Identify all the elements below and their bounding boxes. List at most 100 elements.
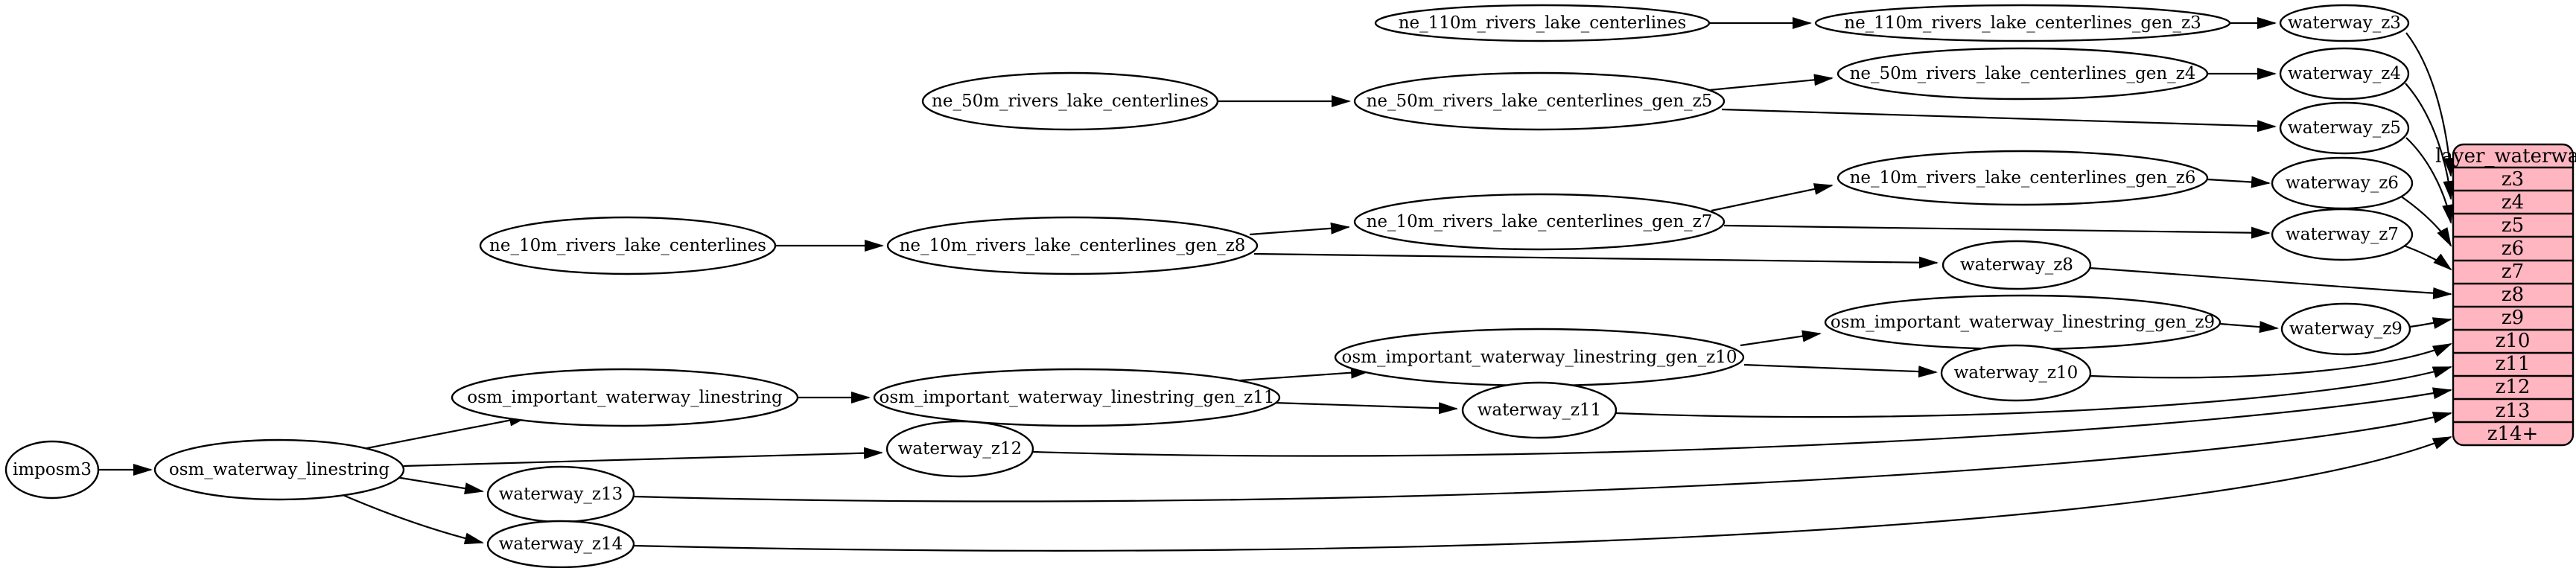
edge-gen_z8-waterway_z8	[1253, 252, 1939, 269]
node-ne_10m_rivers_lake_centerlines_gen_z6-shape	[1836, 150, 2209, 206]
edge-osm_waterway_linestring-waterway_z13	[395, 476, 484, 495]
node-waterway_z7-shape	[2271, 208, 2414, 261]
node-layer_waterway-record: layer_waterway z3 z4 z5 z6 z7 z8 z9 z10 …	[2435, 143, 2576, 447]
node-ne_10m_rivers_lake_centerlines_gen_z8: ne_10m_rivers_lake_centerlines_gen_z8	[886, 216, 1259, 275]
node-waterway_z8-label: waterway_z8	[1960, 255, 2073, 275]
node-waterway_z4-label: waterway_z4	[2288, 64, 2401, 83]
node-osm_important_waterway_linestring_gen_z10: osm_important_waterway_linestring_gen_z1…	[1334, 328, 1745, 387]
node-layer: imposm3 osm_waterway_linestring osm_impo…	[4, 4, 2414, 568]
node-osm_important_waterway_linestring_gen_z9-label: osm_important_waterway_linestring_gen_z9	[1831, 313, 2215, 332]
record-row-z8: z8	[2502, 284, 2524, 306]
edge-gen_z6-waterway_z6	[2207, 176, 2271, 188]
record-row-z4: z4	[2502, 191, 2524, 214]
node-osm_important_waterway_linestring-shape	[451, 368, 799, 427]
edge-gen_z7-gen_z6	[1711, 183, 1834, 212]
record-row-z3: z3	[2502, 168, 2524, 191]
node-waterway_z6-label: waterway_z6	[2286, 173, 2399, 193]
node-waterway_z3: waterway_z3	[2279, 4, 2410, 42]
node-imposm3-label: imposm3	[13, 460, 92, 479]
node-ne_50m_rivers_lake_centerlines_gen_z5-shape	[1353, 71, 1726, 131]
record-row-z10: z10	[2496, 330, 2531, 352]
node-osm_important_waterway_linestring_gen_z10-label: osm_important_waterway_linestring_gen_z1…	[1342, 348, 1737, 367]
edge-waterway_z14-record_z14	[633, 435, 2452, 552]
node-waterway_z3-label: waterway_z3	[2288, 13, 2401, 33]
node-waterway_z11-shape	[1461, 381, 1618, 439]
node-waterway_z4: waterway_z4	[2279, 47, 2410, 100]
node-waterway_z8-shape	[1941, 240, 2092, 290]
node-ne_110m_rivers_lake_centerlines_gen_z3: ne_110m_rivers_lake_centerlines_gen_z3	[1814, 4, 2231, 42]
node-ne_10m_rivers_lake_centerlines-label: ne_10m_rivers_lake_centerlines	[489, 236, 766, 255]
node-ne_50m_rivers_lake_centerlines_gen_z4-label: ne_50m_rivers_lake_centerlines_gen_z4	[1850, 64, 2196, 83]
node-osm_important_waterway_linestring_gen_z11-label: osm_important_waterway_linestring_gen_z1…	[880, 388, 1275, 407]
record-row-z9: z9	[2502, 307, 2524, 329]
node-waterway_z13-label: waterway_z13	[499, 485, 623, 504]
edge-waterway_z4-record_z4	[2405, 83, 2455, 200]
record-row-z5: z5	[2502, 214, 2524, 237]
node-waterway_z5: waterway_z5	[2279, 101, 2410, 155]
node-ne_50m_rivers_lake_centerlines-label: ne_50m_rivers_lake_centerlines	[932, 92, 1209, 111]
edge-waterway_z11-record_z11	[1615, 366, 2452, 418]
record-row-z6: z6	[2502, 237, 2524, 260]
edge-osm_waterway_linestring-osm_important_waterway_linestring	[343, 414, 529, 454]
node-waterway_z9: waterway_z9	[2280, 302, 2411, 356]
node-waterway_z9-shape	[2280, 302, 2411, 356]
node-waterway_z11-label: waterway_z11	[1478, 401, 1602, 420]
node-waterway_z12: waterway_z12	[885, 420, 1034, 478]
node-ne_50m_rivers_lake_centerlines: ne_50m_rivers_lake_centerlines	[921, 71, 1219, 131]
edge-waterway_z6-record_z6	[2397, 194, 2452, 247]
node-waterway_z14-label: waterway_z14	[499, 535, 623, 554]
node-waterway_z5-label: waterway_z5	[2288, 118, 2401, 138]
node-waterway_z9-label: waterway_z9	[2289, 319, 2402, 339]
node-waterway_z12-label: waterway_z12	[898, 439, 1023, 459]
node-ne_50m_rivers_lake_centerlines-shape	[921, 71, 1219, 131]
edge-gen_z8-gen_z7	[1249, 222, 1350, 236]
edge-waterway_z8-record_z8	[2089, 267, 2452, 299]
record-row-z13: z13	[2496, 400, 2531, 422]
edge-waterway_z3-record_z3	[2405, 32, 2456, 177]
node-ne_110m_rivers_lake_centerlines-label: ne_110m_rivers_lake_centerlines	[1399, 13, 1687, 33]
edge-waterway_z9-record_z9	[2409, 317, 2452, 329]
node-osm_important_waterway_linestring_gen_z9: osm_important_waterway_linestring_gen_z9	[1824, 294, 2222, 351]
edge-waterway_z10-record_z10	[2090, 342, 2452, 379]
node-osm_waterway_linestring-label: osm_waterway_linestring	[169, 460, 389, 479]
record-row-z11: z11	[2496, 353, 2531, 375]
node-waterway_z12-shape	[885, 420, 1034, 478]
node-osm_waterway_linestring-shape	[153, 438, 405, 501]
node-ne_110m_rivers_lake_centerlines_gen_z3-label: ne_110m_rivers_lake_centerlines_gen_z3	[1844, 13, 2201, 33]
node-osm_important_waterway_linestring: osm_important_waterway_linestring	[451, 368, 799, 427]
node-waterway_z10: waterway_z10	[1940, 344, 2092, 402]
edge-gen_z11-gen_z10	[1218, 366, 1370, 383]
node-ne_10m_rivers_lake_centerlines_gen_z7-shape	[1353, 193, 1726, 251]
edge-gen_z9-waterway_z9	[2219, 321, 2279, 334]
node-ne_10m_rivers_lake_centerlines_gen_z6-label: ne_10m_rivers_lake_centerlines_gen_z6	[1850, 168, 2196, 188]
node-ne_50m_rivers_lake_centerlines_gen_z5: ne_50m_rivers_lake_centerlines_gen_z5	[1353, 71, 1726, 131]
node-waterway_z8: waterway_z8	[1941, 240, 2092, 290]
node-ne_10m_rivers_lake_centerlines_gen_z8-shape	[886, 216, 1259, 275]
layer_waterway-record-title: layer_waterway	[2435, 145, 2576, 167]
node-imposm3-shape	[4, 440, 100, 500]
layer_waterway-record-shape	[2452, 143, 2575, 447]
node-waterway_z10-shape	[1940, 344, 2092, 402]
node-ne_10m_rivers_lake_centerlines-shape	[479, 216, 777, 275]
record-row-z12: z12	[2496, 376, 2531, 398]
node-ne_50m_rivers_lake_centerlines_gen_z4-shape	[1836, 47, 2209, 100]
edge-waterway_z7-record_z7	[2397, 242, 2452, 271]
node-waterway_z7: waterway_z7	[2271, 208, 2414, 261]
layer_waterway-record-separators	[2453, 166, 2573, 424]
edge-waterway_z13-record_z13	[633, 412, 2452, 502]
edge-gen_z7-waterway_z7	[1723, 224, 2271, 239]
node-ne_50m_rivers_lake_centerlines_gen_z4: ne_50m_rivers_lake_centerlines_gen_z4	[1836, 47, 2209, 100]
edge-waterway_z5-record_z5	[2405, 137, 2455, 224]
node-waterway_z14: waterway_z14	[486, 520, 635, 568]
edge-gen_z11-waterway_z11	[1273, 401, 1458, 415]
node-waterway_z11: waterway_z11	[1461, 381, 1618, 439]
record-row-z14: z14+	[2487, 423, 2539, 445]
node-osm_important_waterway_linestring_gen_z11: osm_important_waterway_linestring_gen_z1…	[873, 368, 1281, 427]
edge-gen_z5-gen_z4	[1708, 74, 1834, 92]
edge-layer	[98, 17, 2456, 552]
node-waterway_z3-shape	[2279, 4, 2410, 42]
node-waterway_z6: waterway_z6	[2271, 156, 2414, 210]
node-waterway_z5-shape	[2279, 101, 2410, 155]
node-imposm3: imposm3	[4, 440, 100, 500]
